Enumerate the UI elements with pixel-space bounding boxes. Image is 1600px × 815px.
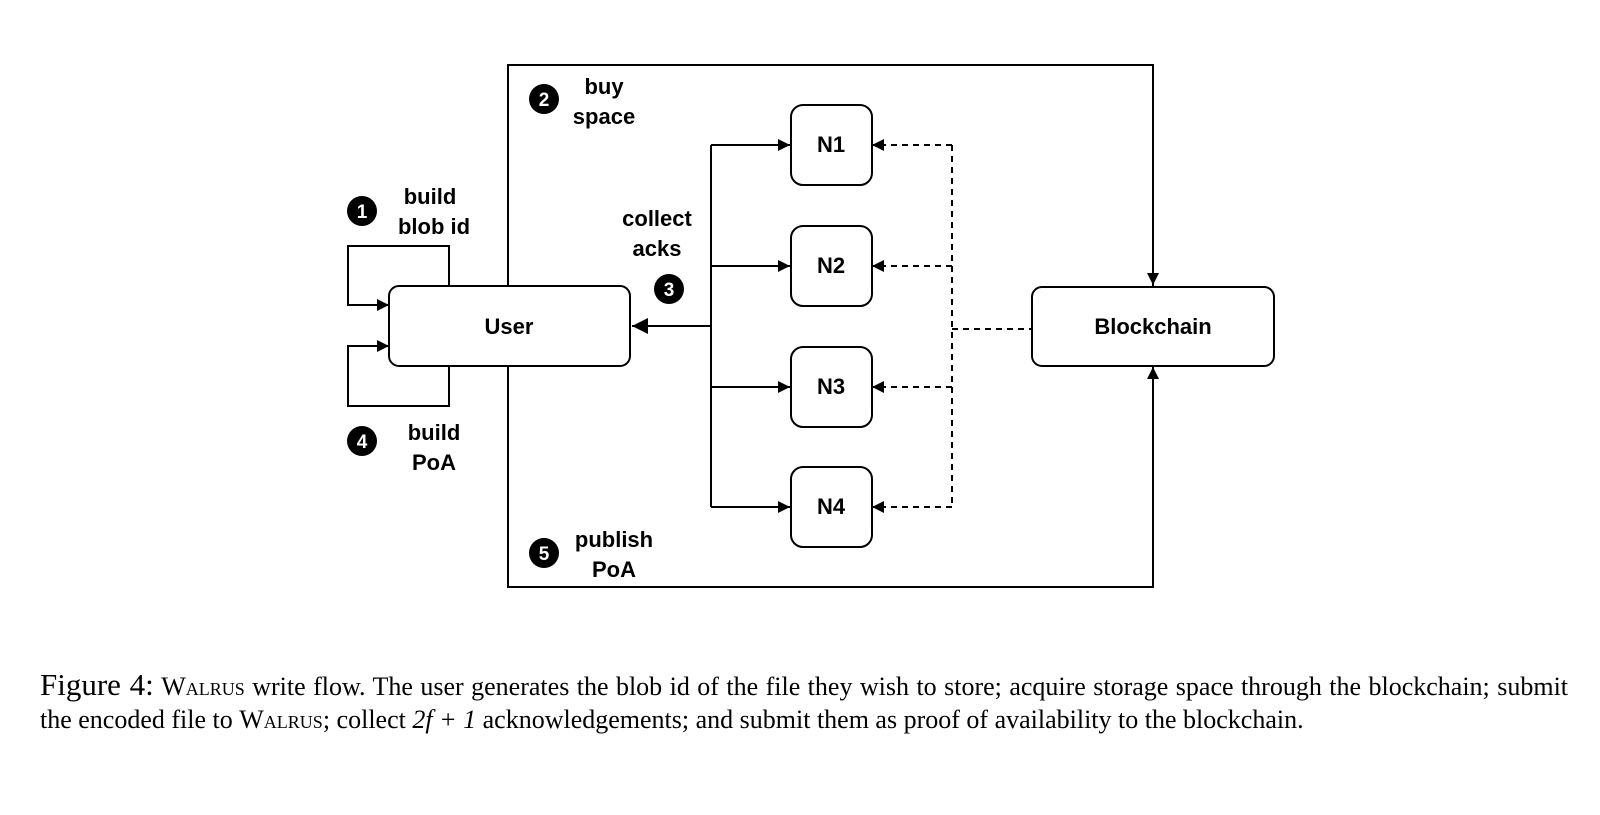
step-5-number: 5 [539, 544, 550, 565]
user-node: User [388, 285, 631, 367]
step-2-badge [529, 84, 559, 114]
blockchain-label: Blockchain [1094, 314, 1211, 339]
step-1-build-blob-id: 1 build blob id [347, 184, 470, 239]
step-1-label-line1: build [404, 184, 457, 209]
step-5-label-line1: publish [575, 527, 653, 552]
blockchain-node: Blockchain [1031, 286, 1275, 367]
figure-caption: Figure 4: Walrus write flow. The user ge… [40, 668, 1568, 736]
step-3-collect-acks: collect acks 3 [622, 206, 693, 304]
n3-label: N3 [817, 374, 845, 399]
user-label: User [485, 314, 534, 339]
step-1-number: 1 [357, 202, 368, 223]
step-1-label-line2: blob id [398, 214, 470, 239]
caption-brand: Walrus [161, 672, 245, 701]
n1-label: N1 [817, 132, 845, 157]
storage-node-n2: N2 [790, 225, 873, 307]
figure-label: Figure 4: [40, 667, 154, 702]
build-blob-id-loop-arrow [347, 245, 450, 311]
caption-brand-repeat: Walrus [239, 705, 323, 734]
n4-label: N4 [817, 494, 846, 519]
caption-text-part1: write flow. The user generates the blob … [40, 672, 1569, 734]
caption-text-part3: acknowledgements; and submit them as pro… [482, 705, 1304, 734]
storage-node-n1: N1 [790, 104, 873, 186]
step-5-publish-poa: 5 publish PoA [529, 527, 653, 582]
step-2-buy-space: 2 buy space [529, 74, 635, 129]
caption-text-part2: ; collect [322, 705, 406, 734]
walrus-write-flow-diagram: User Blockchain N1 N2 N3 N4 1 build blob… [347, 64, 1275, 588]
caption-math: 2f + 1 [412, 705, 477, 734]
step-2-label-line1: buy [584, 74, 624, 99]
step-1-badge [347, 196, 377, 226]
step-3-number: 3 [664, 280, 675, 301]
n2-label: N2 [817, 253, 845, 278]
step-4-badge [347, 426, 377, 456]
step-3-label-line2: acks [633, 236, 682, 261]
step-2-number: 2 [539, 90, 550, 111]
step-3-label-line1: collect [622, 206, 692, 231]
step-4-label-line2: PoA [412, 450, 456, 475]
step-5-badge [529, 538, 559, 568]
step-2-label-line2: space [573, 104, 635, 129]
step-4-number: 4 [357, 432, 368, 453]
step-3-badge [654, 274, 684, 304]
step-4-build-poa: 4 build PoA [347, 420, 460, 475]
step-5-label-line2: PoA [592, 557, 636, 582]
build-poa-loop-arrow [347, 340, 450, 407]
storage-node-n4: N4 [790, 466, 873, 548]
step-4-label-line1: build [408, 420, 461, 445]
storage-node-n3: N3 [790, 346, 873, 428]
